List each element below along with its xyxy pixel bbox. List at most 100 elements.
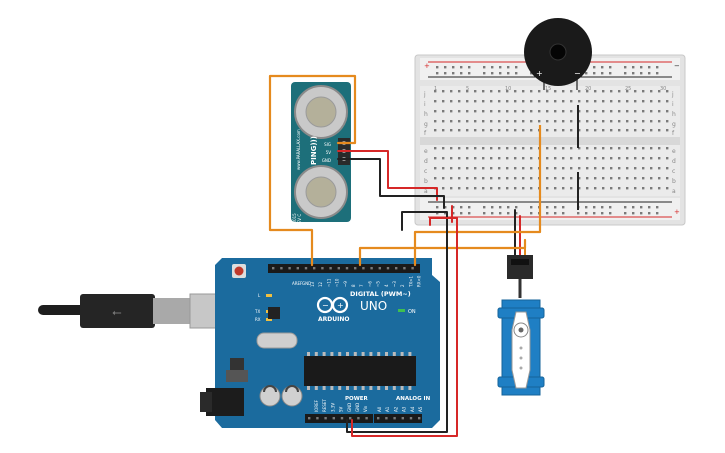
breadboard-hole xyxy=(602,147,605,150)
breadboard-hole xyxy=(490,177,493,180)
chip-pin xyxy=(377,352,381,356)
breadboard-hole xyxy=(498,90,501,93)
breadboard-hole xyxy=(562,110,565,113)
rail-hole xyxy=(444,212,447,215)
breadboard-hole xyxy=(586,100,589,103)
breadboard-hole xyxy=(626,177,629,180)
breadboard-hole xyxy=(586,129,589,132)
breadboard-hole xyxy=(498,167,501,170)
header-hole xyxy=(313,267,316,270)
header-hole xyxy=(365,417,368,420)
breadboard-hole xyxy=(506,147,509,150)
rail-hole xyxy=(468,206,471,209)
breadboard-jumpers xyxy=(538,105,579,210)
reset-button-cap[interactable] xyxy=(234,266,244,276)
header-hole xyxy=(362,267,365,270)
column-numbers: 1 5 10 15 20 25 30 xyxy=(434,86,666,92)
breadboard-hole xyxy=(618,177,621,180)
analog-label: ANALOG IN xyxy=(396,396,431,402)
breadboard-hole xyxy=(522,167,525,170)
rail-hole xyxy=(483,66,486,69)
usb-chip xyxy=(268,307,280,319)
analog-header xyxy=(374,414,422,423)
header-hole xyxy=(386,267,390,270)
rail-hole xyxy=(460,206,463,209)
breadboard-hole xyxy=(578,100,581,103)
rail-hole xyxy=(507,206,510,209)
header-hole xyxy=(403,267,406,270)
breadboard-hole xyxy=(642,157,645,160)
column-number: 25 xyxy=(625,86,631,92)
power-header xyxy=(305,414,373,423)
rail-hole xyxy=(624,212,627,215)
breadboard-hole xyxy=(554,167,557,170)
digital-pin-label: 2 xyxy=(400,284,405,287)
breadboard-hole xyxy=(482,120,485,123)
rail-hole xyxy=(554,212,557,215)
breadboard-hole xyxy=(562,120,565,123)
uno-label: UNO xyxy=(360,299,387,313)
rail-hole xyxy=(515,72,518,75)
breadboard-hole xyxy=(474,167,477,170)
capacitor-left xyxy=(259,385,281,407)
arduino-logo: − + xyxy=(316,296,349,314)
breadboard-hole xyxy=(434,177,437,180)
header-hole xyxy=(316,417,319,420)
header-hole xyxy=(280,267,283,270)
breadboard-hole xyxy=(610,177,613,180)
rail-hole xyxy=(499,72,502,75)
breadboard-hole xyxy=(570,187,573,190)
analog-pin-label: A2 xyxy=(393,406,398,412)
breadboard-hole xyxy=(602,110,605,113)
breadboard-hole xyxy=(522,120,525,123)
rail-hole xyxy=(609,72,612,75)
breadboard-hole xyxy=(530,147,533,150)
wire-5v xyxy=(351,217,458,437)
breadboard-hole xyxy=(434,147,437,150)
rail-hole xyxy=(468,212,471,215)
digital-pin-label: 12 xyxy=(318,281,323,287)
row-letter: h xyxy=(672,111,676,118)
breadboard-hole xyxy=(530,129,533,132)
breadboard-hole xyxy=(506,100,509,103)
breadboard-hole xyxy=(482,100,485,103)
breadboard-hole xyxy=(490,187,493,190)
breadboard-hole xyxy=(458,177,461,180)
breadboard-hole xyxy=(650,167,653,170)
power-pin-label: 5V xyxy=(339,406,344,412)
digital-label: DIGITAL (PWM~) xyxy=(350,290,411,298)
header-hole xyxy=(409,417,413,420)
sensor-url: www.PARALLAX.com xyxy=(296,129,301,170)
rail-hole xyxy=(460,72,463,75)
rail-hole xyxy=(601,206,604,209)
rail-hole xyxy=(452,212,455,215)
breadboard-hole xyxy=(610,100,613,103)
header-hole xyxy=(378,267,381,270)
breadboard-hole xyxy=(610,167,613,170)
breadboard-hole xyxy=(498,177,501,180)
breadboard-hole xyxy=(530,177,533,180)
rail-hole xyxy=(640,212,643,215)
rail-hole xyxy=(483,206,486,209)
rail-hole xyxy=(491,72,494,75)
breadboard-hole xyxy=(482,177,485,180)
breadboard-hole xyxy=(642,187,645,190)
power-pin-label: GND xyxy=(347,403,352,412)
row-letter: j xyxy=(423,91,426,98)
breadboard-hole xyxy=(650,100,653,103)
rail-hole xyxy=(515,206,518,209)
breadboard-hole xyxy=(642,90,645,93)
breadboard-hole xyxy=(642,177,645,180)
rail-hole xyxy=(585,206,588,209)
breadboard-hole xyxy=(482,187,485,190)
power-pin-label: GND xyxy=(355,403,360,412)
breadboard-hole xyxy=(602,187,605,190)
capacitor-right xyxy=(281,385,303,407)
l-led xyxy=(266,294,272,297)
header-hole xyxy=(395,267,398,270)
breadboard-hole xyxy=(450,129,453,132)
breadboard-hole xyxy=(626,100,629,103)
breadboard-hole xyxy=(458,187,461,190)
breadboard-hole xyxy=(562,90,565,93)
